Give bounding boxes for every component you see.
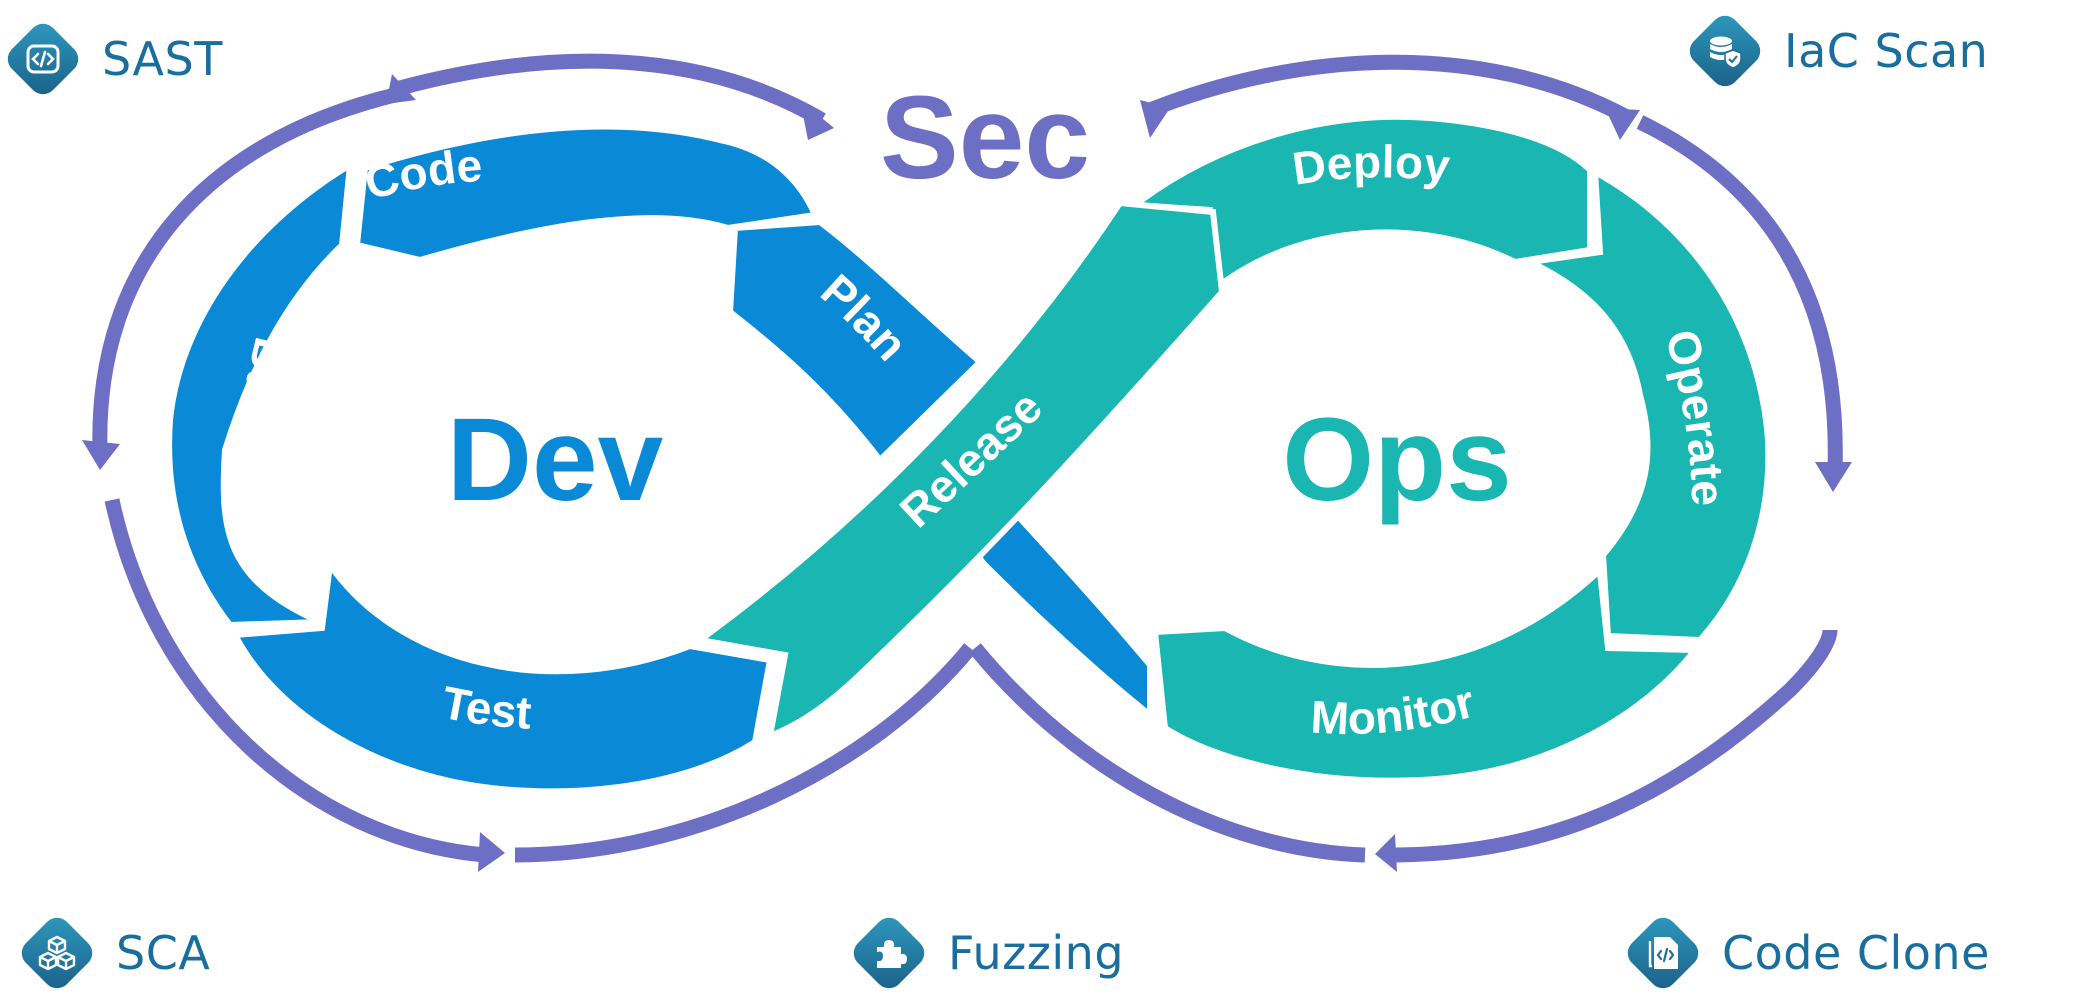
sec-arrowhead <box>1815 462 1852 492</box>
center-dev: Dev <box>447 394 664 526</box>
center-ops: Ops <box>1282 394 1512 526</box>
code-icon <box>1 17 85 101</box>
sec-arrowhead <box>1605 108 1640 140</box>
dev-loop <box>166 123 1153 795</box>
stage-deploy: Deploy <box>1289 135 1453 194</box>
stage-test: Test <box>438 676 533 739</box>
ops-segment-monitor <box>1151 569 1702 784</box>
sec-loop <box>92 53 1843 863</box>
sec-arrowhead <box>1140 100 1170 138</box>
sec-arc-bottom-center-right <box>969 643 1366 863</box>
badge-fuzzing: Fuzzing <box>847 911 1125 995</box>
sec-arrowhead <box>386 74 416 104</box>
dev-segment-plan <box>726 218 985 465</box>
code-file-icon <box>1621 911 1705 995</box>
sec-arrowheads <box>82 74 1852 872</box>
sec-arc-top-right <box>1142 54 1629 123</box>
sec-arc-bottom-left <box>104 498 486 863</box>
ops-segment-deploy <box>1126 113 1593 291</box>
sec-arc-top-left <box>398 53 826 127</box>
database-shield-icon <box>1683 9 1767 93</box>
badge-sast-label: SAST <box>102 32 223 86</box>
dev-segment-test <box>230 556 774 795</box>
sec-arc-bottom-right <box>1389 629 1838 863</box>
sec-arc-bottom-center-left <box>514 643 976 863</box>
badge-sast: SAST <box>1 17 223 101</box>
badge-iac-scan: IaC Scan <box>1683 9 1989 93</box>
badge-code-clone-label: Code Clone <box>1722 926 1990 980</box>
center-sec: Sec <box>880 72 1090 204</box>
puzzle-icon <box>847 911 931 995</box>
ops-segment-operate <box>1519 166 1772 644</box>
badge-fuzzing-label: Fuzzing <box>948 926 1125 980</box>
sec-arrowhead <box>800 100 834 140</box>
boxes-icon <box>15 911 99 995</box>
sec-arc-left <box>92 87 397 451</box>
sec-arc-right <box>1636 115 1843 471</box>
ops-loop <box>692 113 1772 784</box>
badge-code-clone: Code Clone <box>1621 911 1990 995</box>
sec-arrowhead <box>82 440 120 470</box>
badge-iac-scan-label: IaC Scan <box>1784 24 1989 78</box>
badge-sca-label: SCA <box>116 926 211 980</box>
sec-arrowhead <box>1375 834 1397 872</box>
ops-segment-release <box>692 199 1226 741</box>
sec-arrowhead <box>478 832 505 872</box>
dev-segment-code <box>353 123 820 264</box>
badge-sca: SCA <box>15 911 211 995</box>
dev-segment-build <box>166 159 354 629</box>
